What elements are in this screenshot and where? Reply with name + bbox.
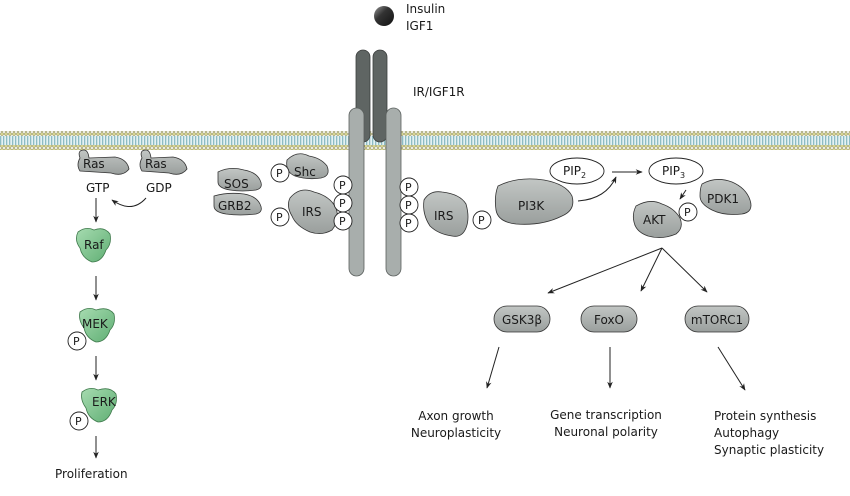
receptor-left-phospho-sites: P P P bbox=[333, 175, 353, 231]
pi3k: PI3K bbox=[494, 178, 574, 225]
shc-phospho: P bbox=[270, 163, 290, 183]
svg-text:P: P bbox=[405, 199, 412, 212]
ras-gtp: Ras GTP bbox=[77, 149, 130, 195]
gdp-label: GDP bbox=[146, 181, 172, 195]
pdk1: PDK1 bbox=[699, 179, 752, 215]
ras-gdp-label: Ras bbox=[145, 157, 167, 171]
receptor-right-phospho-sites: P P P bbox=[399, 177, 419, 233]
svg-text:P: P bbox=[405, 181, 412, 194]
svg-text:P: P bbox=[339, 197, 346, 210]
irs-right: IRS bbox=[423, 191, 469, 237]
akt: AKT bbox=[632, 201, 682, 238]
gsk3b-label: GSK3β bbox=[502, 313, 542, 327]
cell-membrane bbox=[0, 131, 850, 150]
raf: Raf bbox=[76, 228, 111, 263]
svg-text:P: P bbox=[276, 211, 283, 224]
effector-foxo: FoxO bbox=[580, 305, 638, 333]
effector-gsk3b: GSK3β bbox=[493, 305, 551, 333]
raf-label: Raf bbox=[84, 238, 104, 252]
mtorc1-label: mTORC1 bbox=[691, 313, 743, 327]
ligand-label-insulin: Insulin bbox=[406, 2, 445, 16]
svg-text:P: P bbox=[405, 217, 412, 230]
erk-phospho: P bbox=[69, 411, 89, 431]
akt-to-gsk3b-arrow bbox=[547, 247, 663, 294]
irs-left: IRS bbox=[288, 189, 338, 234]
akt-to-mtorc1-arrow bbox=[661, 247, 708, 293]
gsk3b-outcome-arrow bbox=[486, 346, 500, 389]
outcome-gene-transcription: Gene transcription bbox=[550, 408, 662, 422]
mtorc1-outcome-arrow bbox=[717, 346, 746, 391]
irs-right-phospho: P bbox=[472, 210, 492, 230]
akt-label: AKT bbox=[643, 213, 666, 227]
foxo-outcomes: Gene transcription Neuronal polarity bbox=[550, 408, 662, 439]
ligand-ball-icon bbox=[374, 6, 394, 26]
foxo-label: FoxO bbox=[594, 313, 624, 327]
outcome-autophagy: Autophagy bbox=[714, 426, 779, 440]
svg-text:P: P bbox=[75, 415, 82, 428]
sos-label: SOS bbox=[224, 177, 249, 191]
pip2: PIP2 bbox=[549, 157, 605, 185]
svg-text:P: P bbox=[276, 167, 283, 180]
pi3k-activation-arrow bbox=[577, 176, 617, 202]
outcome-protein-synthesis: Protein synthesis bbox=[714, 409, 816, 423]
mek: MEK bbox=[79, 308, 115, 343]
pip2-label: PIP2 bbox=[563, 164, 586, 180]
grb2-label: GRB2 bbox=[218, 199, 252, 213]
shc-label: Shc bbox=[294, 165, 316, 179]
gtp-label: GTP bbox=[86, 181, 109, 195]
ras-gtp-label: Ras bbox=[83, 157, 105, 171]
pip3: PIP3 bbox=[648, 157, 704, 185]
gdp-to-gtp-arrow bbox=[111, 197, 147, 207]
pi3k-label: PI3K bbox=[518, 199, 545, 213]
svg-text:P: P bbox=[478, 214, 485, 227]
outcome-neuronal-polarity: Neuronal polarity bbox=[554, 425, 658, 439]
mek-label: MEK bbox=[82, 317, 109, 331]
irs-left-phospho: P bbox=[270, 207, 290, 227]
outcome-axon-growth: Axon growth bbox=[418, 409, 493, 423]
akt-to-foxo-arrow bbox=[640, 247, 663, 292]
gsk3b-outcomes: Axon growth Neuroplasticity bbox=[411, 409, 501, 440]
svg-text:P: P bbox=[339, 215, 346, 228]
pdk1-label: PDK1 bbox=[707, 192, 739, 206]
ligand-label-igf1: IGF1 bbox=[406, 19, 433, 33]
svg-text:P: P bbox=[339, 179, 346, 192]
insulin-igf1-ligand: Insulin IGF1 bbox=[374, 2, 445, 33]
akt-phospho: P bbox=[678, 202, 698, 222]
sos: SOS bbox=[217, 168, 262, 192]
akt-effector-arrows bbox=[547, 247, 708, 294]
erk: ERK bbox=[81, 388, 117, 423]
ras-gdp: Ras GDP bbox=[139, 149, 188, 195]
outcome-synaptic-plasticity: Synaptic plasticity bbox=[714, 443, 824, 457]
svg-text:P: P bbox=[684, 206, 691, 219]
pdk1-to-akt-arrow bbox=[679, 189, 687, 200]
erk-label: ERK bbox=[92, 395, 117, 409]
outcome-neuroplasticity: Neuroplasticity bbox=[411, 426, 501, 440]
irs-right-label: IRS bbox=[434, 209, 454, 223]
grb2: GRB2 bbox=[213, 192, 262, 216]
svg-text:P: P bbox=[73, 335, 80, 348]
proliferation-label: Proliferation bbox=[55, 467, 128, 481]
mek-phospho: P bbox=[67, 331, 87, 351]
irs-left-label: IRS bbox=[302, 205, 322, 219]
effector-mtorc1: mTORC1 bbox=[684, 305, 750, 333]
receptor-label: IR/IGF1R bbox=[413, 85, 465, 99]
pip3-label: PIP3 bbox=[662, 164, 685, 180]
shc: Shc bbox=[286, 153, 329, 180]
mtorc1-outcomes: Protein synthesis Autophagy Synaptic pla… bbox=[714, 409, 824, 457]
ir-igf1r-receptor: IR/IGF1R bbox=[348, 49, 465, 277]
